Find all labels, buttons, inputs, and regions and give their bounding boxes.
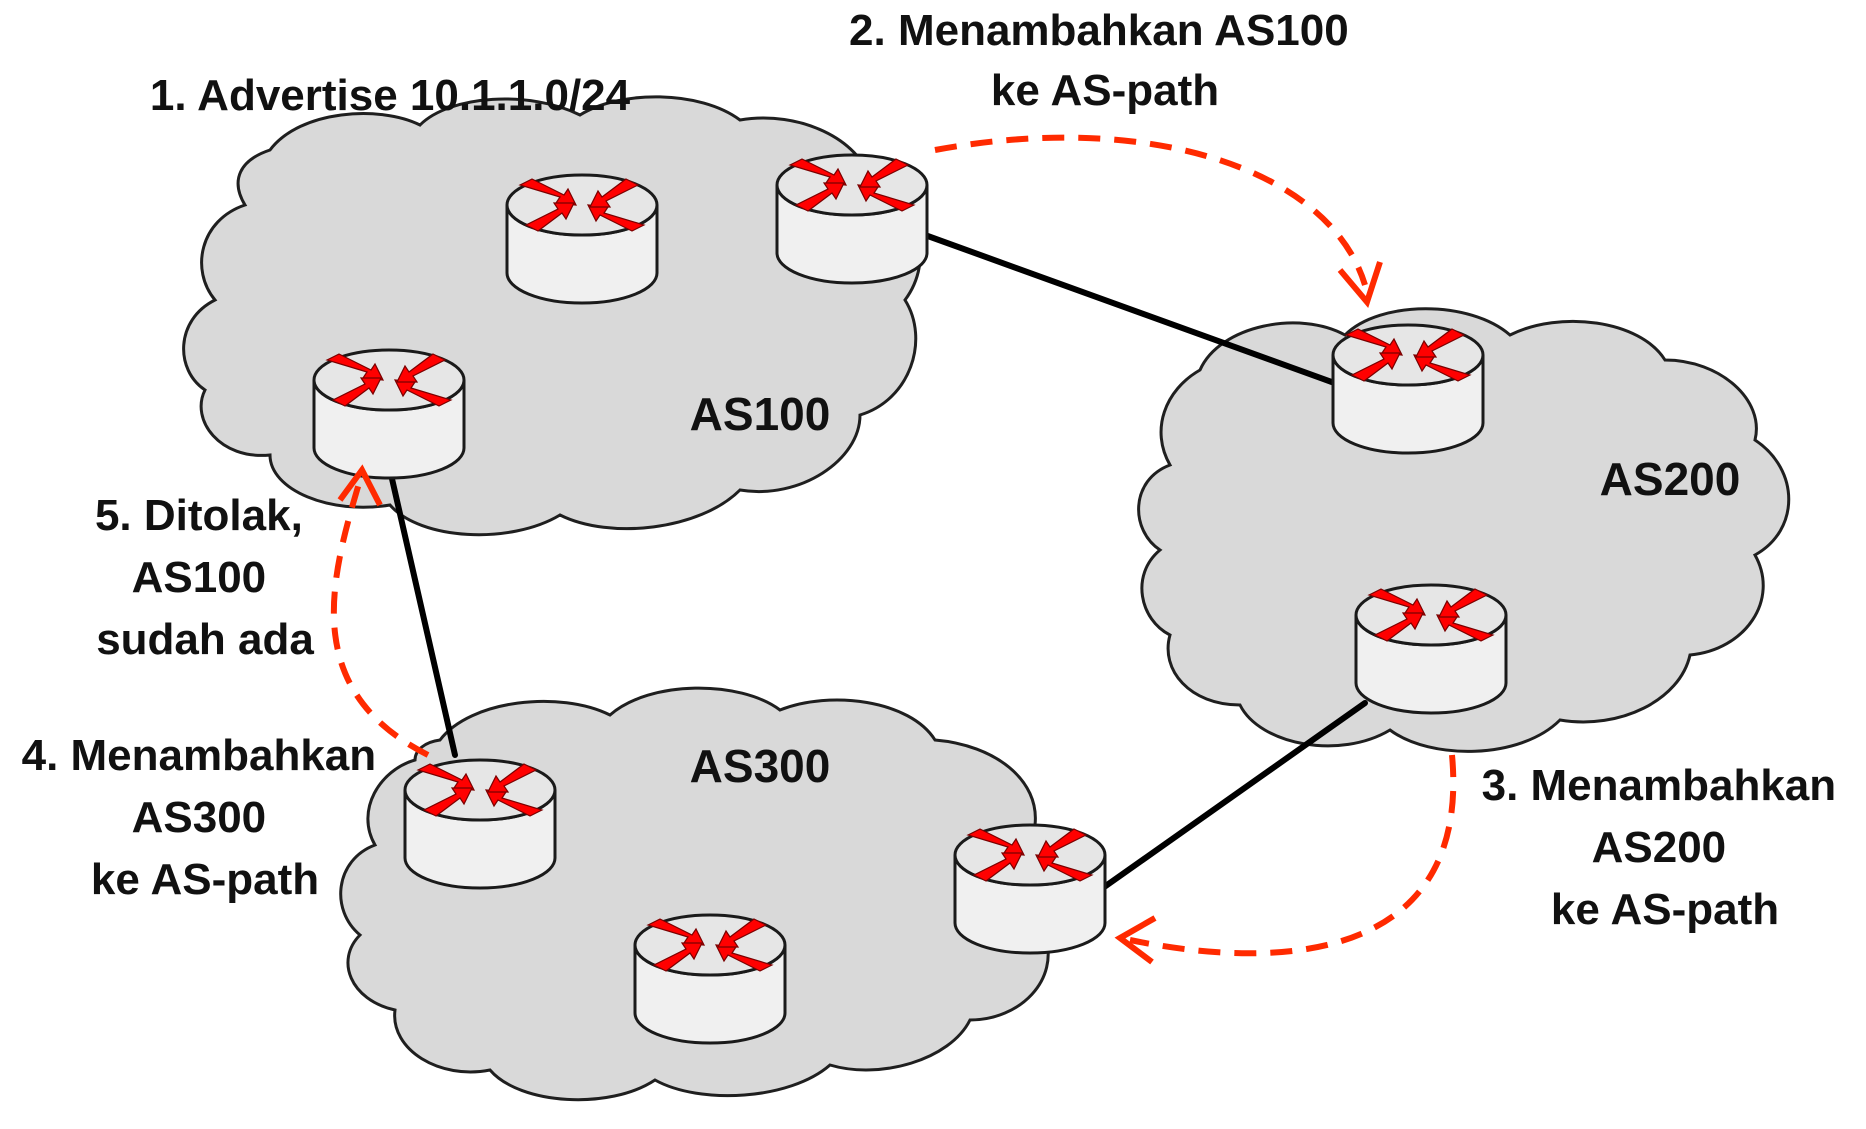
step-1-line: 1. Advertise 10.1.1.0/24 [150, 71, 631, 120]
as200-cloud [1137, 307, 1791, 753]
link-as100-as200 [922, 232, 1343, 388]
flow-arrow-2 [934, 134, 1383, 309]
router-icon [1354, 583, 1508, 715]
step-4-line: ke AS-path [91, 855, 319, 904]
as300-label: AS300 [690, 740, 831, 792]
flow-arrow-3 [1114, 754, 1457, 965]
step-5-label: 5. Ditolak, AS100 sudah ada [95, 491, 315, 664]
step-5-line: sudah ada [96, 615, 314, 664]
step-2-line: 2. Menambahkan AS100 [849, 6, 1349, 55]
step-1-label: 1. Advertise 10.1.1.0/24 [150, 71, 631, 120]
router-icon [312, 348, 466, 480]
router-icon [403, 758, 557, 890]
step-5-line: AS100 [132, 553, 267, 602]
link-as100-as300 [387, 467, 458, 758]
router-icon [953, 823, 1107, 955]
step-2-line: ke AS-path [991, 66, 1219, 115]
router-icon [1331, 323, 1485, 455]
step-4-label: 4. Menambahkan AS300 ke AS-path [22, 731, 389, 904]
flow-arrow-5 [330, 464, 430, 758]
step-4-line: 4. Menambahkan [22, 731, 377, 780]
router-icon [505, 173, 659, 305]
router-icon [633, 913, 787, 1045]
step-3-line: ke AS-path [1551, 885, 1779, 934]
as100-label: AS100 [690, 388, 831, 440]
link-as200-as300 [1097, 700, 1368, 893]
router-icon [775, 153, 929, 285]
step-3-line: 3. Menambahkan [1482, 761, 1837, 810]
step-2-label: 2. Menambahkan AS100 ke AS-path [849, 6, 1361, 115]
step-4-line: AS300 [132, 793, 267, 842]
as200-label: AS200 [1600, 453, 1741, 505]
step-3-line: AS200 [1592, 823, 1727, 872]
step-3-label: 3. Menambahkan AS200 ke AS-path [1482, 761, 1849, 934]
step-5-line: 5. Ditolak, [95, 491, 303, 540]
